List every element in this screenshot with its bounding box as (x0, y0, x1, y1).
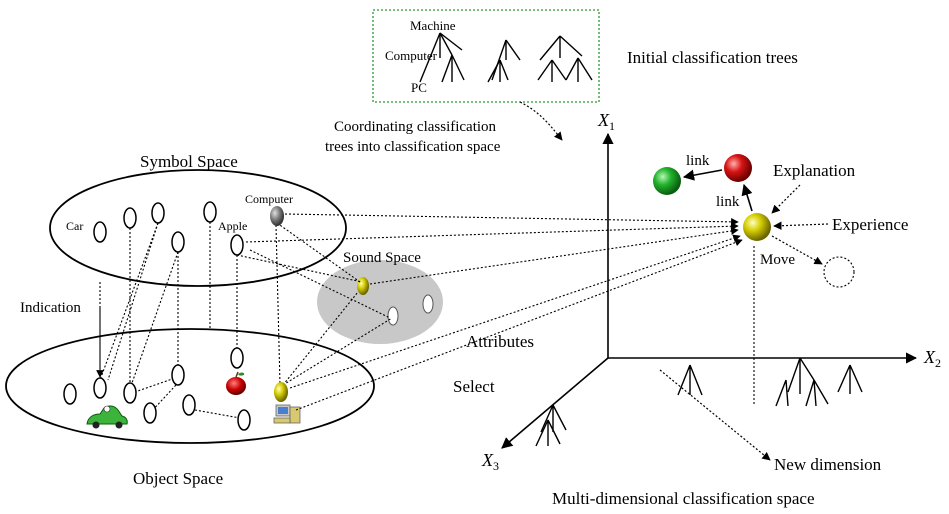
select-label: Select (453, 377, 495, 396)
coordinating-label-line1: Coordinating classification (334, 119, 497, 135)
link-arrow-red-green (682, 169, 723, 181)
sound-node-2 (422, 294, 434, 314)
computer-tree-label: Computer (385, 48, 438, 63)
pc-label: PC (411, 80, 427, 95)
object-space-label: Object Space (133, 469, 223, 488)
car-label: Car (66, 219, 83, 233)
axis-x1-label: X1 (597, 110, 615, 133)
red-ball (724, 154, 752, 182)
indication-label: Indication (20, 300, 81, 316)
symbol-space-label: Symbol Space (140, 152, 238, 171)
caption: Multi-dimensional classification space (552, 489, 815, 508)
move-label: Move (760, 252, 795, 268)
object-space-ellipse (5, 328, 375, 444)
car-icon (86, 405, 128, 429)
sound-node-1 (387, 306, 399, 326)
computer-symbol-label: Computer (245, 192, 293, 206)
x3-axis-trees (535, 404, 567, 447)
green-ball (653, 167, 681, 195)
mapping-arrows (245, 213, 743, 411)
sound-space-ellipse (317, 260, 443, 344)
link-label-top: link (686, 153, 710, 169)
symbol-space-ellipse (49, 169, 347, 287)
experience-arrow (773, 221, 829, 230)
coordinating-label-line2: trees into classification space (325, 139, 501, 155)
machine-label: Machine (410, 18, 456, 33)
explanation-label: Explanation (773, 161, 856, 180)
initial-trees-label: Initial classification trees (627, 48, 798, 67)
pc-icon (273, 404, 301, 424)
attributes-label: Attributes (466, 332, 534, 351)
explanation-arrow (771, 184, 801, 214)
sound-node-yellow (357, 277, 369, 295)
axes (501, 132, 918, 449)
axis-x3-label: X3 (481, 450, 499, 473)
pc-object-node (274, 382, 288, 402)
initial-trees-box (372, 9, 600, 103)
x2-axis-trees (677, 357, 863, 407)
initial-trees (419, 32, 593, 83)
moved-ball-outline (823, 256, 855, 288)
symbol-nodes (93, 201, 244, 256)
sound-space-label: Sound Space (343, 250, 421, 266)
apple-label: Apple (218, 219, 247, 233)
computer-symbol-node (270, 206, 284, 226)
new-dimension-label: New dimension (774, 455, 882, 474)
link-label-mid: link (716, 194, 740, 210)
coordinating-arrow (519, 101, 563, 141)
axis-x2-label: X2 (923, 347, 941, 370)
connection-lines (99, 222, 393, 419)
experience-label: Experience (832, 215, 908, 234)
object-nodes (63, 347, 251, 431)
link-arrow-yellow-red (741, 183, 753, 212)
yellow-ball (743, 213, 771, 241)
move-arrow (771, 235, 823, 265)
apple-icon (226, 371, 246, 395)
